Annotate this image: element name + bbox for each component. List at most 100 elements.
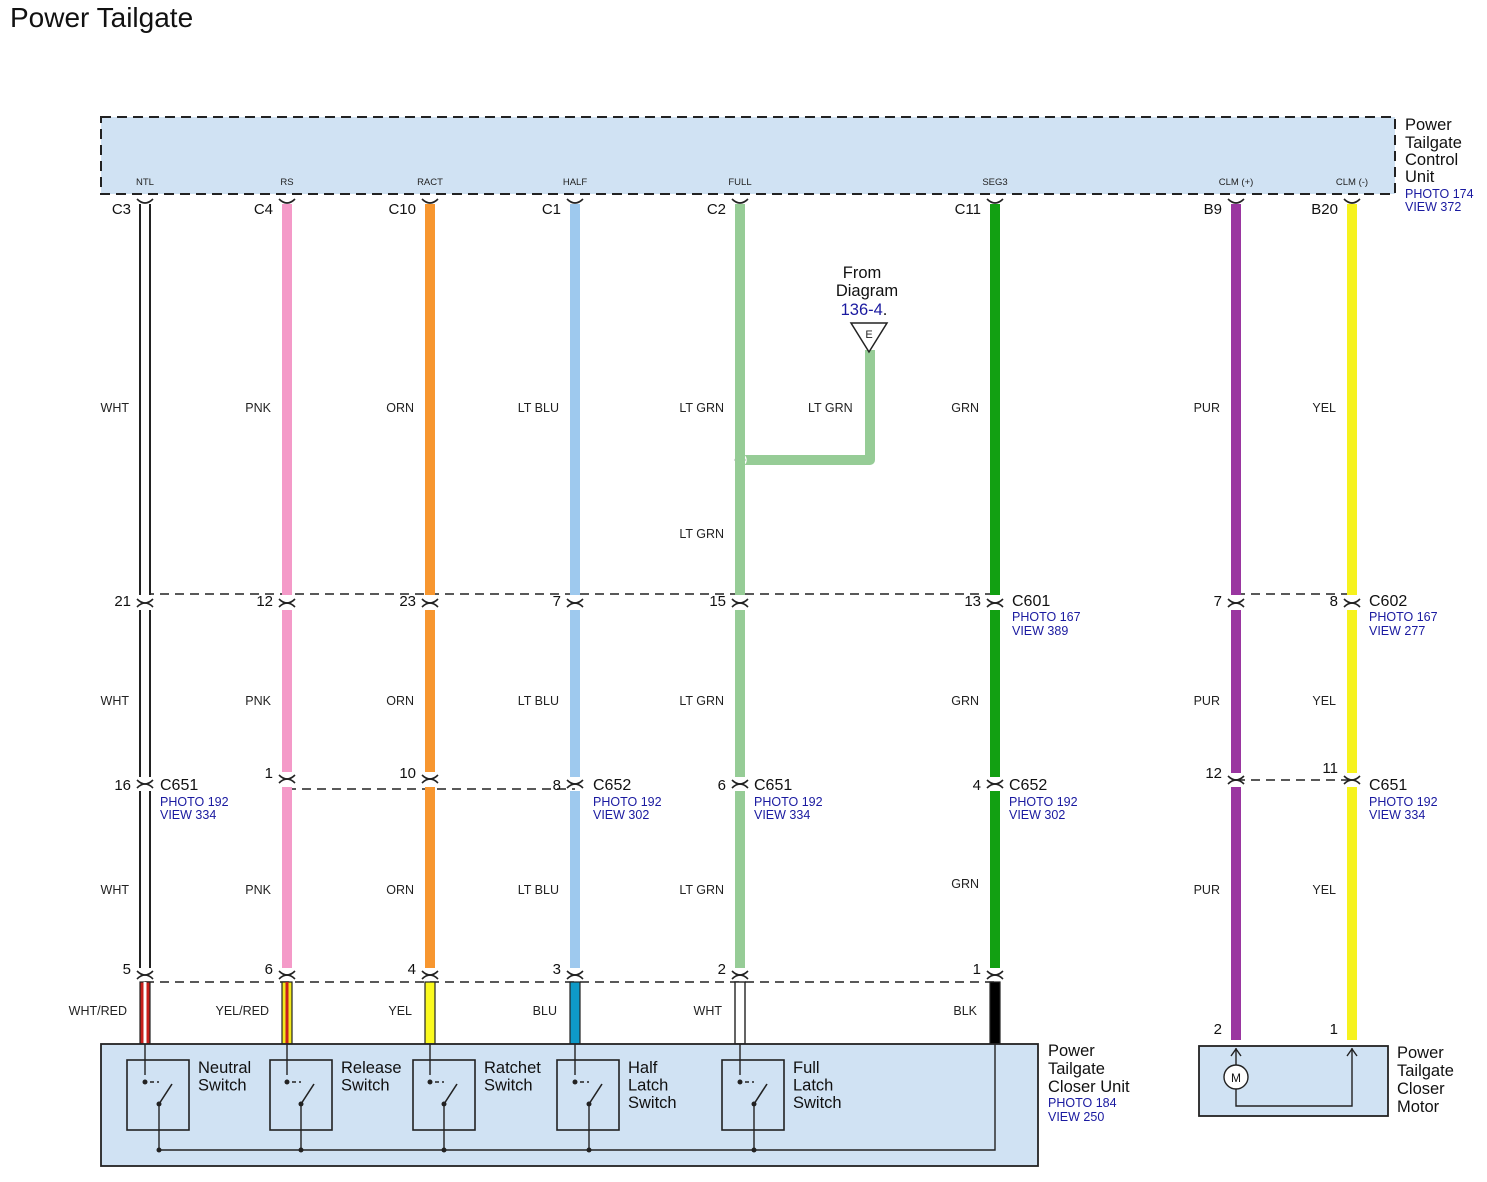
seg3-cavity-label: C11 [955, 201, 981, 218]
clmp-c651-coupler-bottom [1227, 779, 1245, 785]
full-pin-label: FULL [728, 177, 751, 188]
rs-pin-label: RS [280, 177, 293, 188]
clmp-head-cap [1227, 198, 1245, 204]
seg3-c601-cavity: 13 [964, 593, 981, 610]
switch-box-0 [126, 1059, 190, 1131]
rs-cavity-label: C4 [254, 201, 273, 218]
clmn-c651-coupler-bottom [1343, 779, 1361, 785]
ract-pigtail [424, 981, 436, 1045]
rs-c651-cavity: 1 [265, 765, 273, 782]
ract-c601-cavity: 23 [399, 593, 416, 610]
control-unit: Power Tailgate Control Unit PHOTO 174 VI… [100, 116, 1474, 214]
connector-lines [145, 593, 1352, 983]
switch-blade-0 [158, 1083, 173, 1105]
ntl-pigtail-color: WHT/RED [69, 1004, 127, 1018]
full-lower-color: LT GRN [679, 883, 724, 897]
from-diagram-letter: E [865, 329, 872, 341]
ract-pigtail-color: YEL [388, 1004, 412, 1018]
clmp-upper-color: PUR [1194, 401, 1220, 415]
seg3-upper-color: GRN [951, 401, 979, 415]
control-unit-photo-ref: PHOTO 174 [1405, 187, 1474, 201]
clmn-c601-cavity: 8 [1330, 593, 1338, 610]
ntl-mid-color: WHT [101, 694, 130, 708]
closer-ground-bus [159, 1044, 996, 1151]
full-c651-coupler-bottom [731, 783, 749, 789]
control-unit-box [100, 116, 1396, 195]
clmn-c601-coupler-bottom [1343, 602, 1361, 608]
ract-upper-color: ORN [386, 401, 414, 415]
rs-bottom-cavity: 6 [265, 961, 273, 978]
c602-name: C602 [1369, 593, 1407, 610]
motor-name-1: Power [1397, 1044, 1444, 1062]
ract-head-cap [421, 198, 439, 204]
switch-label-1-0: Release [341, 1059, 402, 1077]
switch-label-4-2: Switch [793, 1094, 842, 1112]
ntl-c601-cavity: 21 [114, 593, 131, 610]
switch-blade-3 [588, 1083, 603, 1105]
ntl-bottom-cavity: 5 [123, 961, 131, 978]
c652-b-view: VIEW 302 [1009, 808, 1065, 822]
seg3-pin-label: SEG3 [982, 177, 1007, 188]
motor-name-3: Closer [1397, 1080, 1445, 1098]
ract-c651-cavity: 10 [399, 765, 416, 782]
c602-photo: PHOTO 167 [1369, 610, 1438, 624]
control-unit-name-4: Unit [1405, 168, 1435, 186]
ract-cavity-label: C10 [388, 201, 416, 218]
half-pigtail [569, 981, 581, 1045]
full-upper-color: LT GRN [679, 401, 724, 415]
seg3-c601-coupler-bottom [986, 602, 1004, 608]
half-c601-coupler-bottom [566, 602, 584, 608]
from-diagram-ref[interactable]: 136-4 [841, 301, 883, 319]
switch-label-1-1: Switch [341, 1077, 390, 1095]
ntl-lower-color: WHT [101, 883, 130, 897]
c651-mid-name: C651 [754, 777, 792, 794]
c601-photo: PHOTO 167 [1012, 610, 1081, 624]
seg3-pigtail [989, 981, 1001, 1045]
c651-mid-photo: PHOTO 192 [754, 795, 823, 809]
c651-left-view: VIEW 334 [160, 808, 216, 822]
switch-label-4-1: Latch [793, 1077, 833, 1095]
switch-label-2-0: Ratchet [484, 1059, 541, 1077]
full-pigtail-color: WHT [694, 1004, 723, 1018]
clmn-c651-cavity: 11 [1322, 760, 1338, 777]
ntl-pigtail-stripe [143, 982, 147, 1044]
half-bottom-coupler-bottom [566, 974, 584, 980]
motor-arrow-left [1230, 1047, 1242, 1057]
c652-b-name: C652 [1009, 777, 1047, 794]
ract-mid-color: ORN [386, 694, 414, 708]
c602-view: VIEW 277 [1369, 624, 1425, 638]
full-bottom-coupler-bottom [731, 974, 749, 980]
from-diagram-ref-suffix: . [883, 301, 888, 319]
closer-unit-view-ref: VIEW 250 [1048, 1110, 1104, 1124]
page-title: Power Tailgate [10, 2, 194, 33]
half-head-cap [566, 198, 584, 204]
full-mid-color: LT GRN [679, 694, 724, 708]
half-bottom-cavity: 3 [553, 961, 561, 978]
switch-box-3 [556, 1059, 620, 1131]
switch-blade-1 [300, 1083, 315, 1105]
from-diagram-wire-label: LT GRN [808, 401, 853, 415]
rs-head-cap [278, 198, 296, 204]
rs-pigtail-color: YEL/RED [216, 1004, 270, 1018]
full-cavity-label: C2 [707, 201, 726, 218]
rs-upper-color: PNK [245, 401, 271, 415]
half-c651-coupler-bottom [566, 783, 584, 789]
clmp-pin-label: CLM (+) [1219, 177, 1254, 188]
half-upper-color: LT BLU [518, 401, 559, 415]
switch-label-0-0: Neutral [198, 1059, 251, 1077]
clmn-upper-color: YEL [1312, 401, 1336, 415]
switch-label-0-1: Switch [198, 1077, 247, 1095]
seg3-bottom-coupler-bottom [986, 974, 1004, 980]
closer-unit-photo-ref: PHOTO 184 [1048, 1096, 1117, 1110]
rs-mid-color: PNK [245, 694, 271, 708]
motor-icon [1223, 1064, 1249, 1090]
switches: NeutralSwitchReleaseSwitchRatchetSwitchH… [126, 1044, 996, 1153]
c652-a-name: C652 [593, 777, 631, 794]
half-c651-cavity: 8 [553, 777, 561, 794]
seg3-mid-color: GRN [951, 694, 979, 708]
control-unit-name-2: Tailgate [1405, 134, 1462, 152]
ract-bottom-cavity: 4 [408, 961, 416, 978]
ntl-c651-cavity: 16 [114, 777, 131, 794]
half-lower-color: LT BLU [518, 883, 559, 897]
rs-lower-color: PNK [245, 883, 271, 897]
